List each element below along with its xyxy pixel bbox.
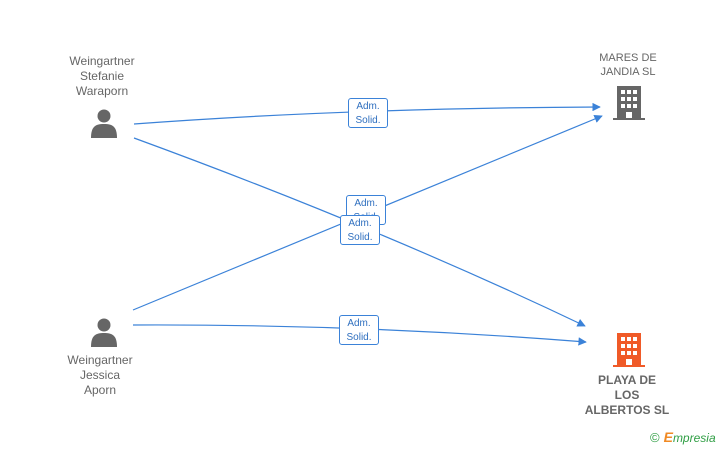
- person-icon[interactable]: [89, 108, 119, 138]
- role-box[interactable]: Adm. Solid.: [339, 315, 379, 345]
- building-icon[interactable]: [613, 333, 645, 367]
- building-icon[interactable]: [613, 86, 645, 120]
- brand-logo[interactable]: ©Empresia: [650, 429, 716, 445]
- copyright-icon: ©: [650, 430, 660, 445]
- person-name-p2[interactable]: Weingartner Jessica Aporn: [67, 353, 133, 397]
- company-name-c1[interactable]: MARES DE JANDIA SL: [599, 52, 657, 78]
- role-box[interactable]: Adm. Solid.: [340, 215, 380, 245]
- company-name-c2[interactable]: PLAYA DE LOS ALBERTOS SL: [584, 373, 670, 417]
- person-icon[interactable]: [89, 317, 119, 347]
- role-box[interactable]: Adm. Solid.: [348, 98, 388, 128]
- person-name-p1[interactable]: Weingartner Stefanie Waraporn: [69, 54, 135, 98]
